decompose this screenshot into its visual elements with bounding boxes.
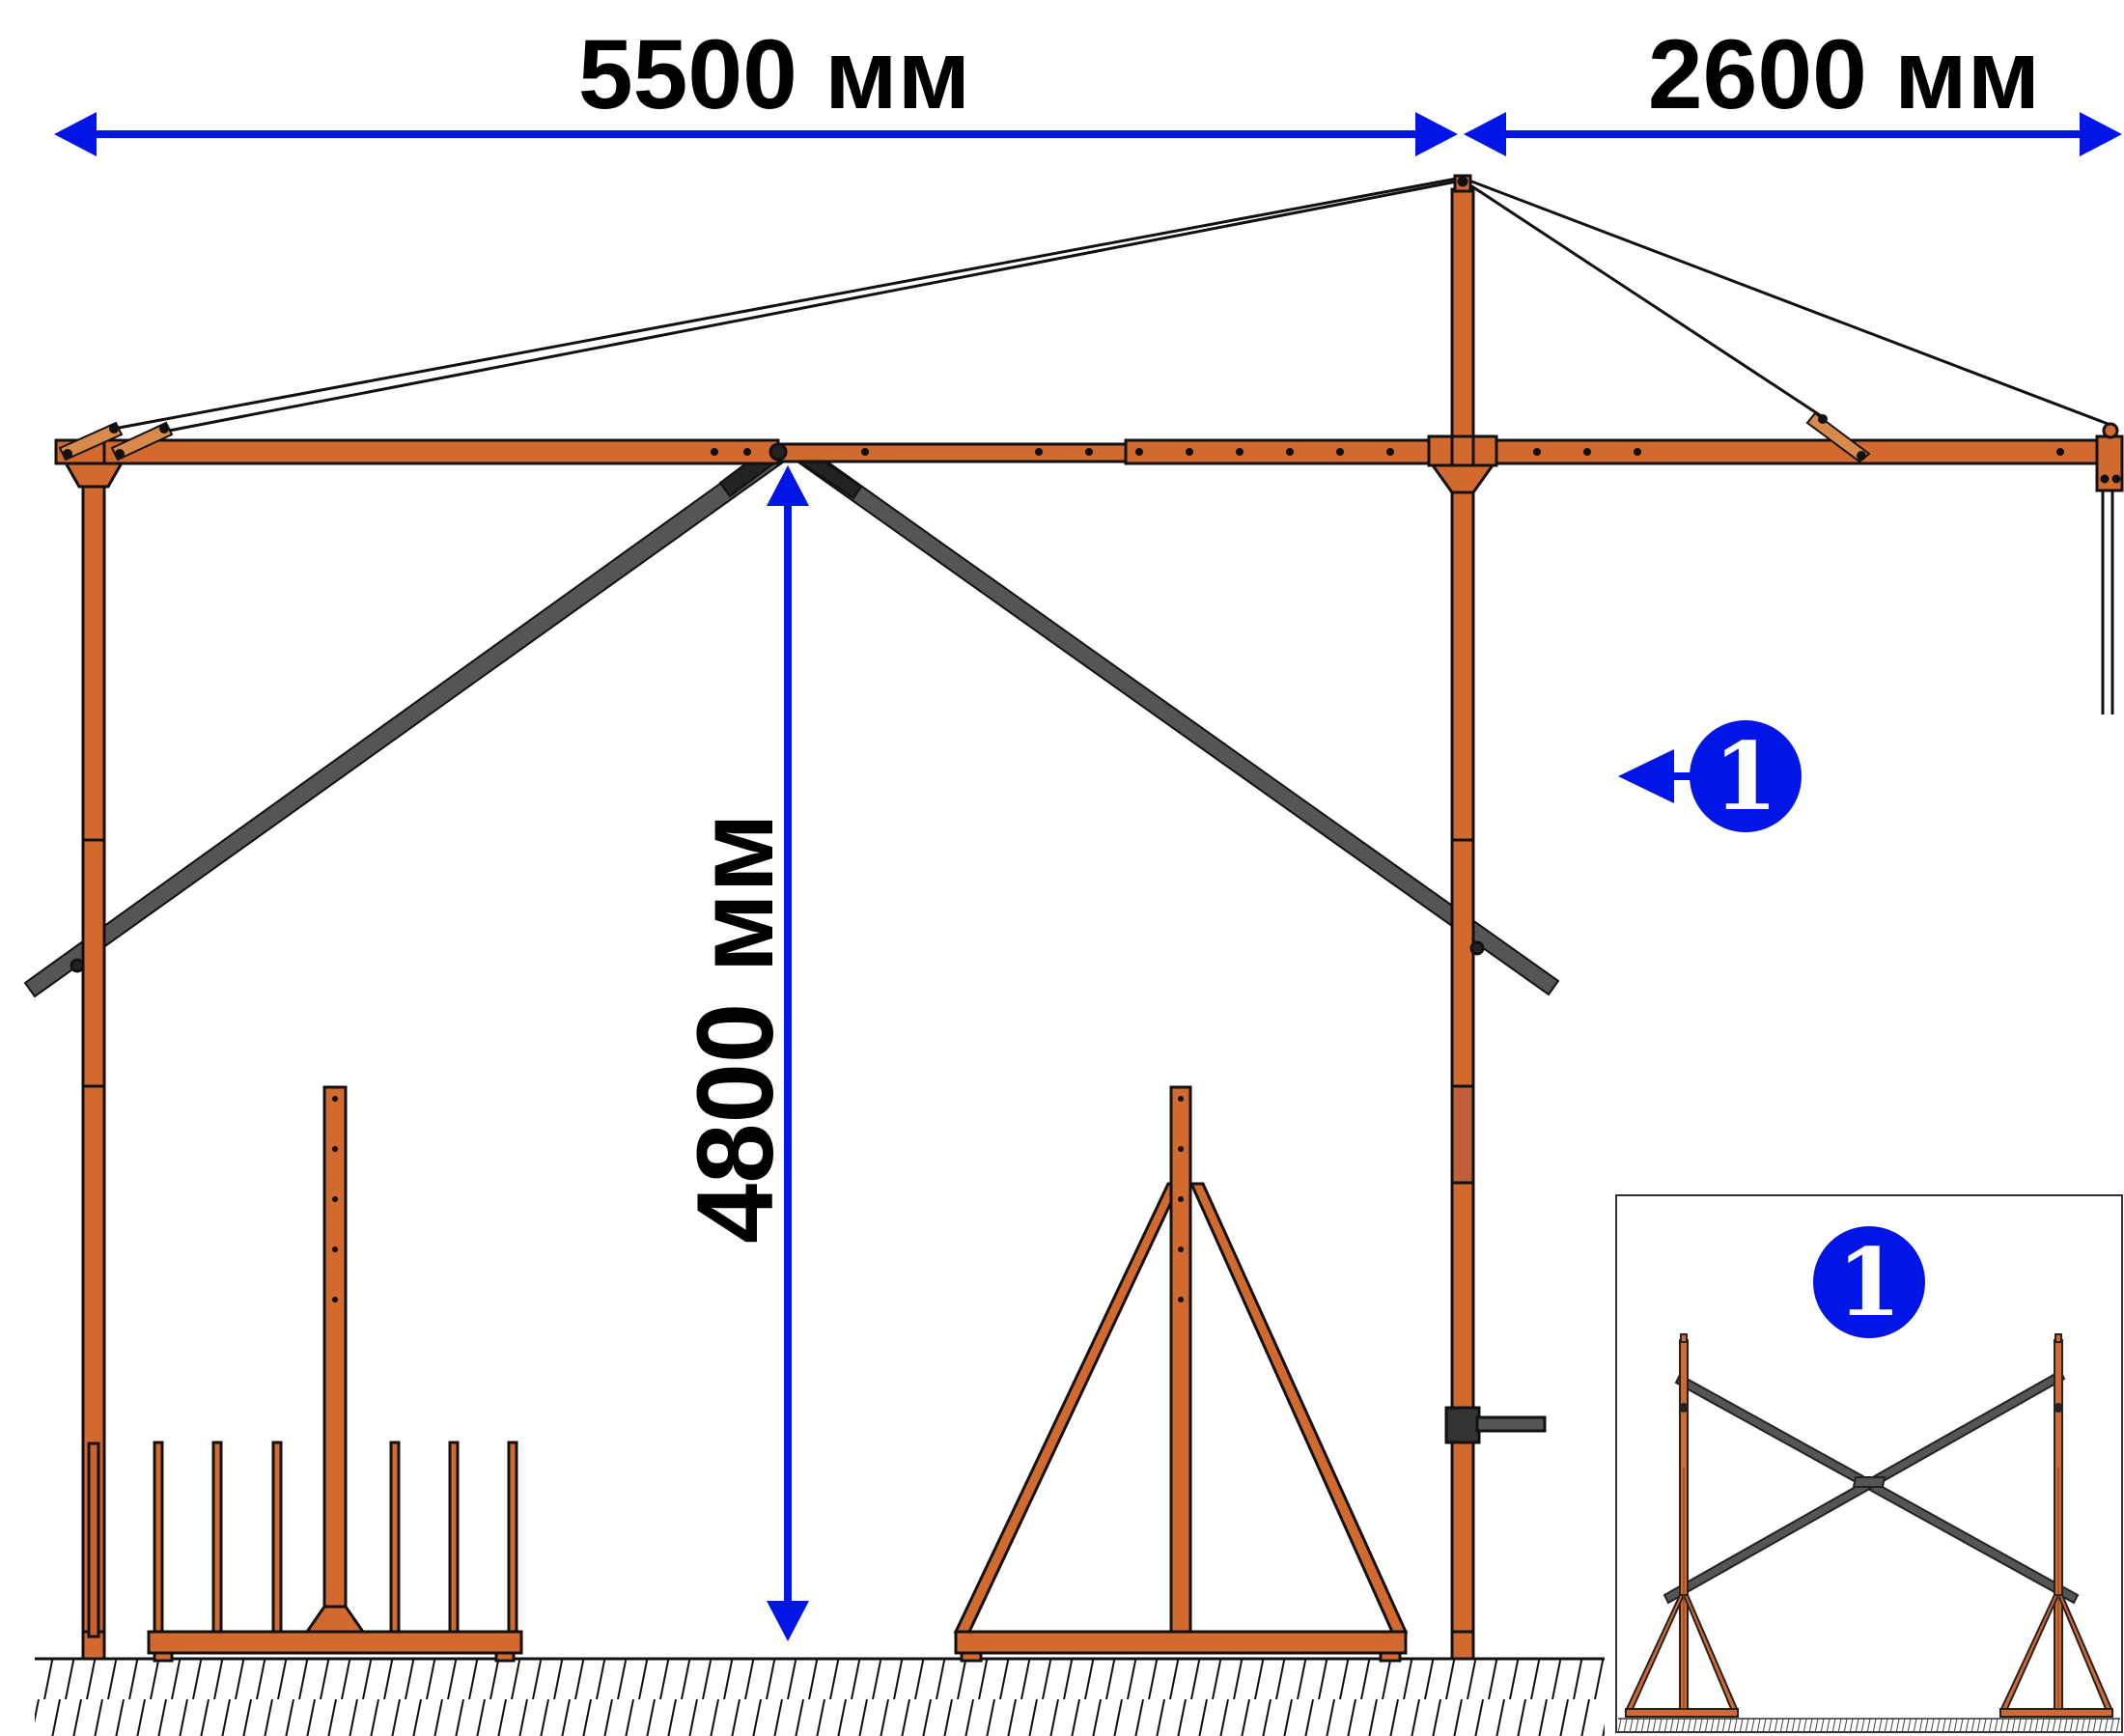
arrowhead-right [2080, 112, 2122, 156]
dimension-label-5500: 5500 мм [578, 19, 970, 129]
main-beam [102, 422, 2124, 492]
view-arrow-icon [1618, 749, 1674, 803]
left-hinge-plates [58, 421, 174, 462]
dimension-2600: 2600 мм [1464, 19, 2122, 156]
arrowhead-down [767, 1601, 809, 1641]
inset-view: 1 [1615, 1194, 2123, 1733]
inset-number: 1 [1837, 1228, 1902, 1337]
support-cables [113, 176, 2114, 714]
dimension-5500: 5500 мм [54, 19, 1458, 156]
dimension-label-2600: 2600 мм [1648, 19, 2040, 129]
dimension-4800: 4800 мм [675, 465, 809, 1641]
arrowhead-right [1415, 112, 1458, 156]
arrowhead-up [767, 465, 809, 506]
right-cable-tab [1805, 411, 1871, 463]
storage-rack [147, 1085, 523, 1663]
view-callout: 1 [1618, 720, 1802, 832]
callout-number: 1 [1714, 722, 1778, 831]
ground [35, 1657, 1605, 1736]
arrowhead-left [54, 112, 97, 156]
arrowhead-left [1464, 112, 1506, 156]
callout-badge [1690, 720, 1802, 832]
right-mast [1430, 174, 1547, 1661]
dimension-label-4800: 4800 мм [675, 813, 796, 1244]
a-frame-stand [953, 1085, 1409, 1663]
left-column [54, 438, 131, 1661]
inset-badge [1813, 1226, 1925, 1338]
